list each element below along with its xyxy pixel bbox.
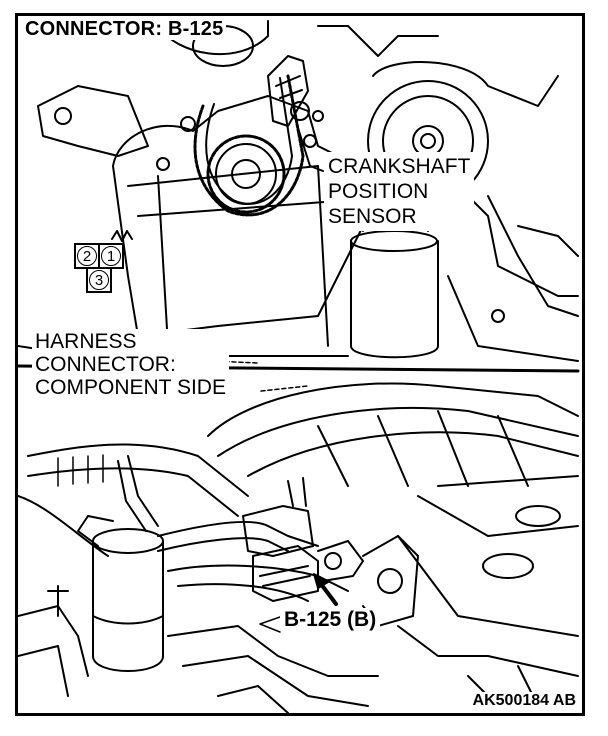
connector-latch (111, 230, 133, 242)
sensor-leader-line (297, 127, 324, 172)
connector-pin-3: 3 (86, 267, 112, 293)
connector-callout-label: B-125 (B) (280, 608, 381, 631)
timing-area-drawing (18, 20, 580, 373)
harness-connector-label: HARNESS CONNECTOR: COMPONENT SIDE (32, 329, 229, 400)
connector-pin-1: 1 (98, 243, 124, 269)
figure-code: AK500184 AB (470, 692, 578, 710)
page-title: CONNECTOR: B-125 (22, 18, 227, 40)
diagram-frame: CONNECTOR: B-125 CRANKSHAFT POSITION SEN… (15, 13, 585, 716)
engine-bay-drawing (18, 382, 579, 713)
connector-pin-2: 2 (74, 243, 100, 269)
crankshaft-sensor-label: CRANKSHAFT POSITION SENSOR (324, 152, 475, 231)
callout-arrow (259, 573, 338, 633)
